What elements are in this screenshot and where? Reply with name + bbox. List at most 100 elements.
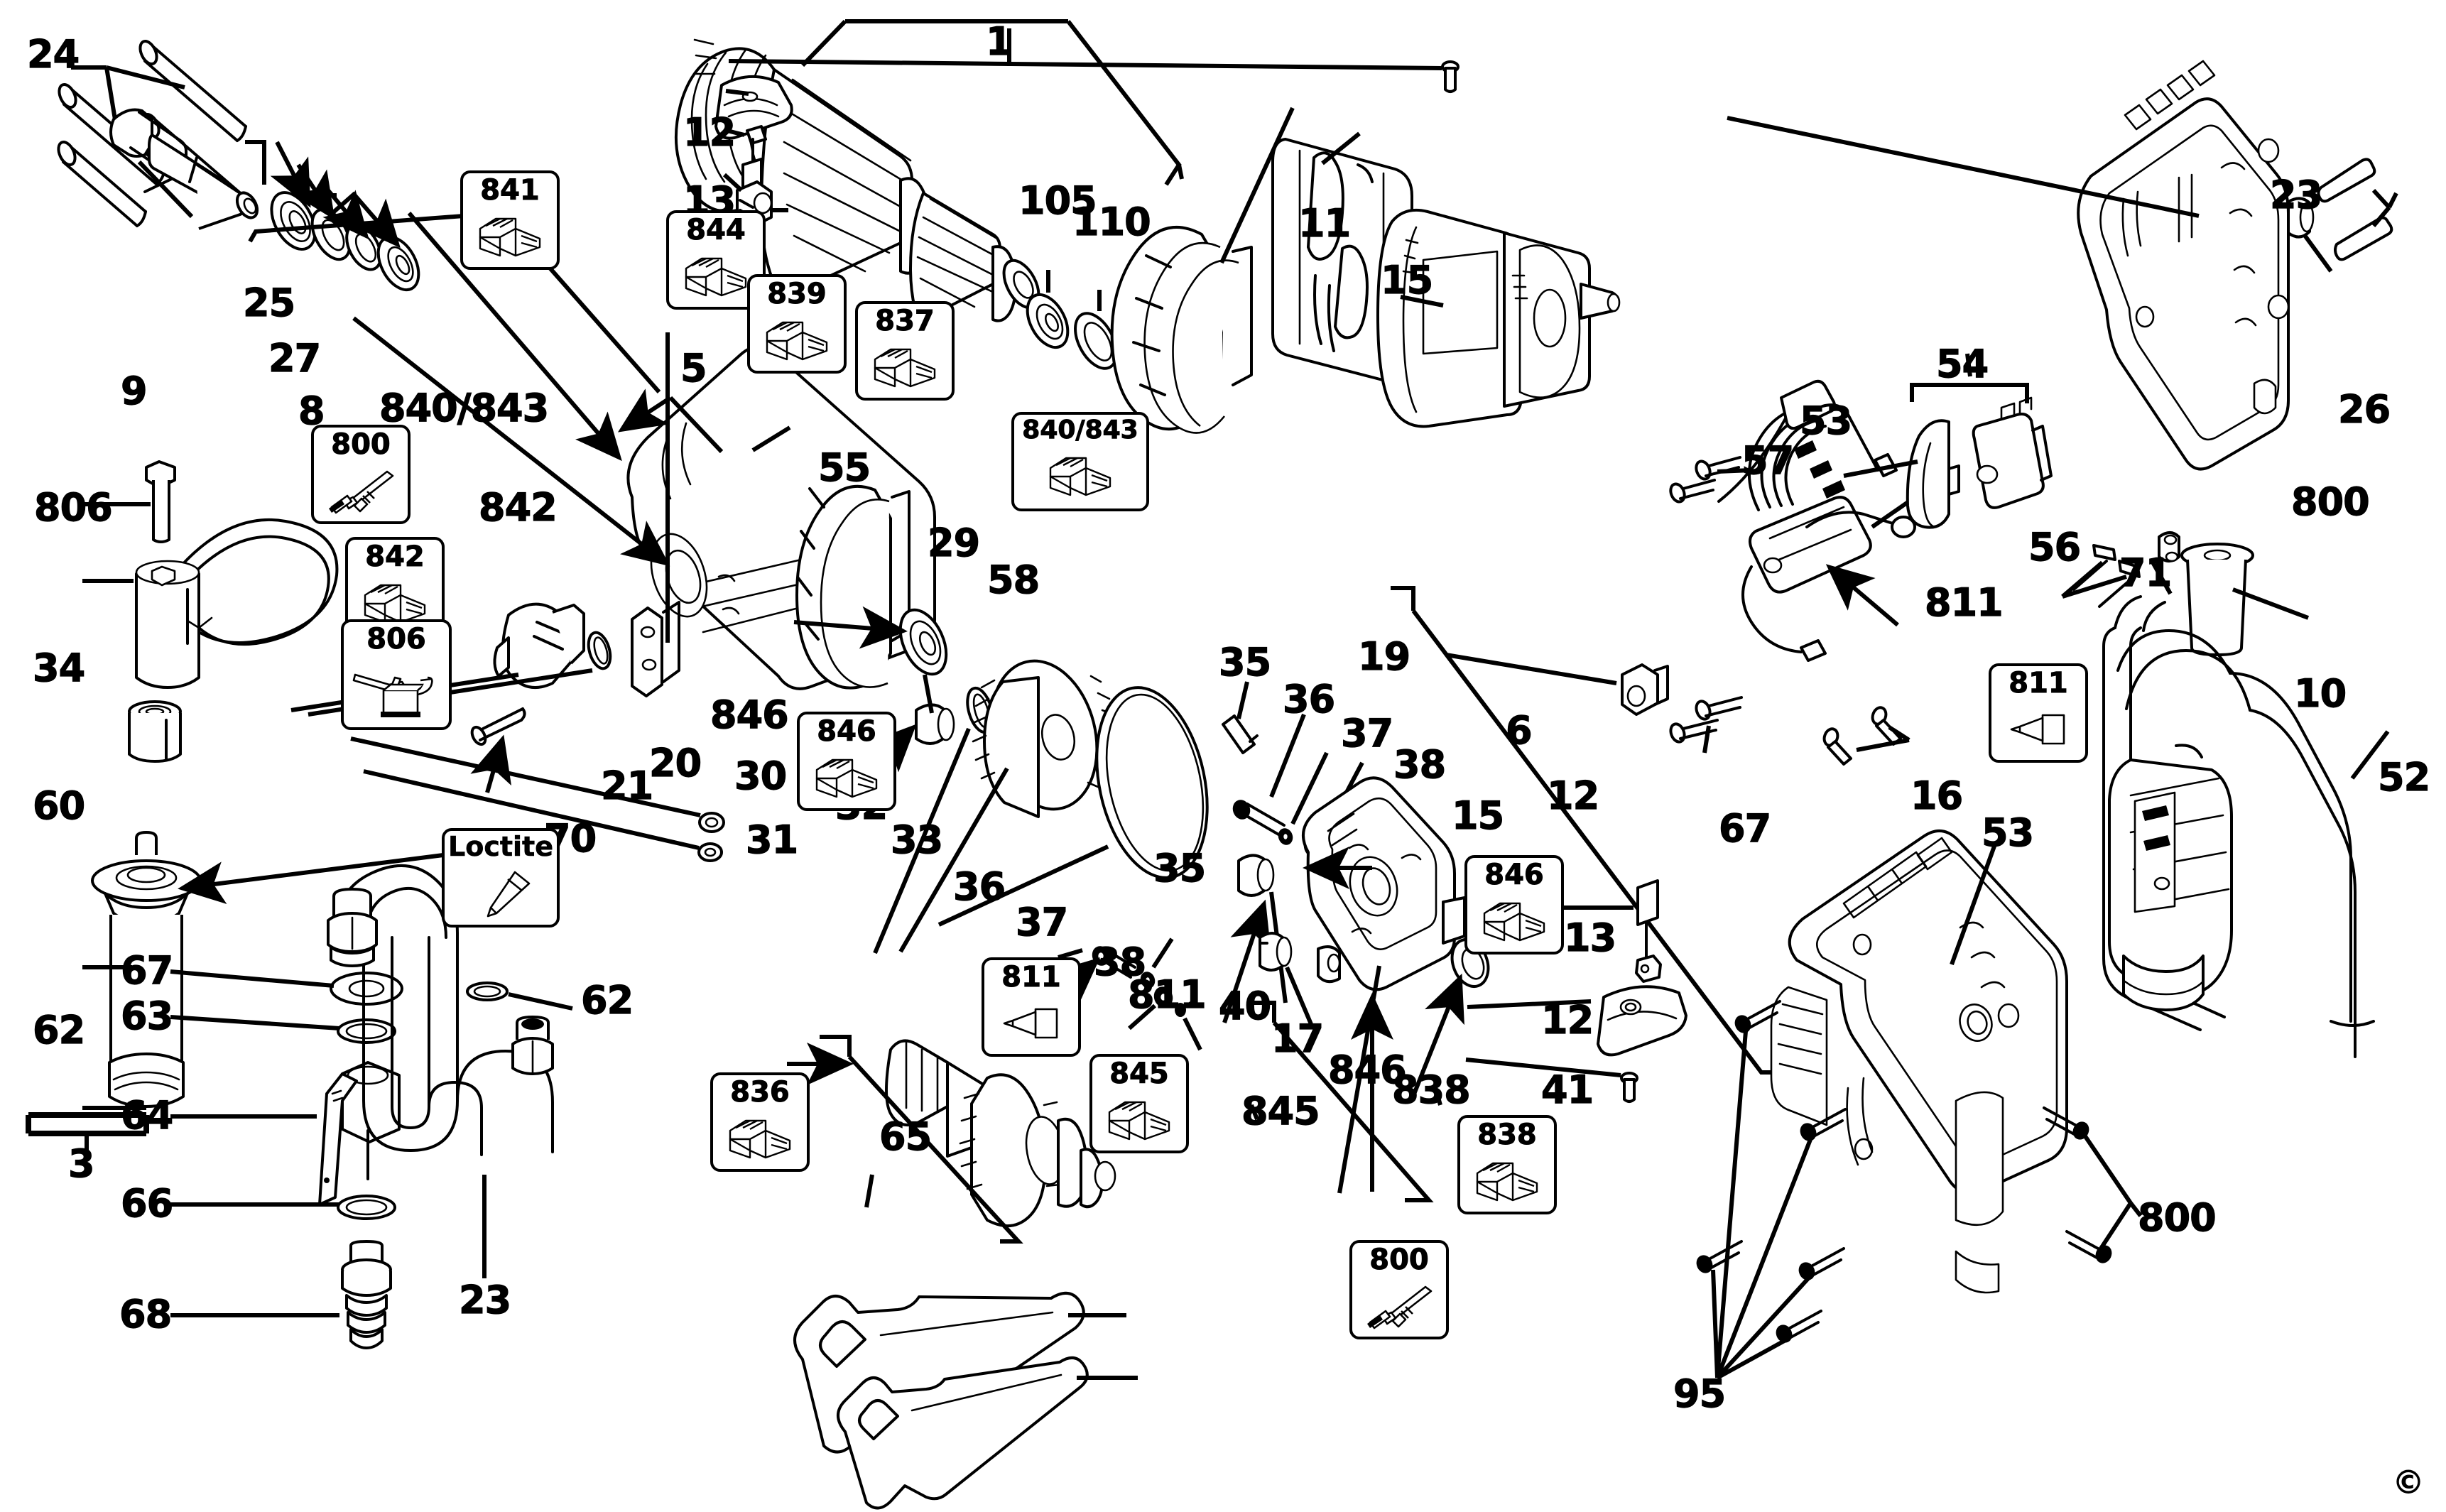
service-box-841[interactable]: 841 bbox=[460, 170, 560, 270]
part-32-gear bbox=[898, 659, 1116, 953]
service-box-number: 839 bbox=[767, 278, 827, 310]
callout-28: 29 bbox=[927, 521, 980, 565]
callout-64: 68 bbox=[119, 1292, 172, 1337]
callout-39: 40 bbox=[1218, 984, 1271, 1028]
callout-55: 56 bbox=[2028, 525, 2081, 570]
part-57-bushing bbox=[2287, 197, 2333, 273]
callout-54: 53 bbox=[1799, 398, 1852, 443]
parts-25-26-27-bearings bbox=[245, 140, 420, 292]
loctite-tube-icon bbox=[445, 861, 557, 925]
callout-36-b: 35 bbox=[1153, 846, 1206, 891]
callout-65: 62 bbox=[32, 1008, 85, 1053]
service-box-837[interactable]: 837 bbox=[855, 301, 955, 401]
callout-105: 105 bbox=[1018, 178, 1097, 223]
part-23-handle-housing-upper bbox=[1727, 60, 2290, 471]
part-58-hex-bolt bbox=[82, 460, 176, 543]
part-23-handle-housing-lower bbox=[1770, 830, 2068, 1294]
copyright-mark: © bbox=[2392, 1463, 2425, 1501]
callout-62-a: 63 bbox=[120, 994, 173, 1038]
service-box-number: 841 bbox=[480, 174, 540, 207]
callout-15-b: 6 bbox=[1505, 708, 1533, 753]
part-16-screws-lower bbox=[1669, 696, 1743, 754]
callout-63: 64 bbox=[120, 1093, 173, 1138]
service-box-number: 800 bbox=[331, 428, 391, 461]
callout-61: 60 bbox=[32, 783, 85, 828]
callout-69: 65 bbox=[879, 1114, 932, 1159]
callout-2: 15 bbox=[1380, 258, 1433, 303]
service-box-840-843[interactable]: 840/843 bbox=[1011, 412, 1149, 511]
callout-36-a: 37 bbox=[1340, 711, 1393, 756]
service-box-806[interactable]: 806 bbox=[341, 619, 452, 730]
service-box-number: 846 bbox=[817, 715, 876, 748]
callout-22: 10 bbox=[2293, 671, 2347, 716]
callout-62-b: 66 bbox=[120, 1181, 173, 1226]
part-69-intermediate-shaft bbox=[787, 1035, 1116, 1244]
callout-11: 11 bbox=[1298, 201, 1351, 246]
service-box-800-upper[interactable]: 800 bbox=[311, 425, 411, 524]
part-4-electronic-module bbox=[1717, 379, 1925, 662]
callout-35-a: 36 bbox=[1282, 677, 1335, 722]
grease-pack-icon bbox=[800, 746, 893, 808]
service-box-846-lower[interactable]: 846 bbox=[1464, 855, 1564, 954]
callout-58: 806 bbox=[33, 485, 113, 530]
service-box-845[interactable]: 845 bbox=[1089, 1054, 1189, 1153]
part-53-screws-upper bbox=[2317, 158, 2398, 261]
service-box-811-right[interactable]: 811 bbox=[1989, 663, 2088, 763]
callout-110: 110 bbox=[1072, 200, 1151, 244]
service-box-838[interactable]: 838 bbox=[1457, 1115, 1557, 1214]
callout-20: 846 bbox=[710, 692, 789, 737]
service-box-811-center[interactable]: 811 bbox=[982, 957, 1081, 1057]
service-box-846-upper[interactable]: 846 bbox=[797, 712, 896, 811]
parts-14-13-12-brush-lower bbox=[1465, 879, 1687, 1103]
grease-pack-icon bbox=[858, 336, 952, 398]
part-53-screws-lower bbox=[2043, 1106, 2143, 1263]
cord-connector bbox=[2108, 744, 2233, 1011]
callout-32: 33 bbox=[890, 817, 943, 862]
callout-13-b: 12 bbox=[1540, 998, 1594, 1043]
parts-60-62-63-64-column bbox=[170, 969, 403, 1349]
callout-60: 67 bbox=[120, 948, 173, 993]
part-30-pin bbox=[470, 707, 526, 793]
part-17-gear-case bbox=[1302, 776, 1466, 1194]
part-12-screw-top bbox=[728, 59, 1460, 93]
part-13-brush-cap-lower bbox=[1467, 985, 1687, 1057]
parts-105-110 bbox=[1026, 270, 1118, 370]
service-box-number: 811 bbox=[2009, 667, 2068, 700]
callout-21: 20 bbox=[648, 741, 702, 785]
callout-38-b: 811 bbox=[1127, 972, 1207, 1017]
part-52-screws bbox=[1696, 1000, 1847, 1380]
part-12-screws-right bbox=[1822, 706, 1910, 766]
service-box-loctite[interactable]: Loctite bbox=[442, 828, 560, 928]
part-59-side-handle-clamp bbox=[82, 518, 339, 689]
callout-57: 800 bbox=[2290, 479, 2370, 524]
callout-14-b: 13 bbox=[1563, 915, 1616, 960]
callout-23-b: 53 bbox=[1981, 810, 2034, 855]
service-box-839[interactable]: 839 bbox=[747, 274, 847, 374]
service-box-number: 811 bbox=[1001, 961, 1061, 994]
callout-24: 24 bbox=[26, 32, 80, 77]
callout-56: 71 bbox=[2119, 550, 2172, 595]
service-box-number: Loctite bbox=[448, 831, 554, 862]
callout-27: 8 bbox=[298, 388, 325, 433]
part-12-screw-lower bbox=[1465, 1057, 1638, 1103]
service-box-800-lower[interactable]: 800 bbox=[1349, 1240, 1449, 1339]
part-13-brush-cap-top bbox=[714, 75, 793, 140]
callout-17: 846 bbox=[1327, 1048, 1407, 1092]
callout-33: 36 bbox=[952, 864, 1006, 909]
callout-41: 838 bbox=[1391, 1067, 1471, 1112]
callout-40: 17 bbox=[1271, 1016, 1324, 1061]
part-6-field-bracket-group bbox=[1391, 456, 1910, 1075]
service-box-number: 836 bbox=[730, 1076, 790, 1109]
grease-pack-icon bbox=[669, 245, 763, 307]
callout-15-top: 5 bbox=[680, 346, 707, 391]
service-box-836[interactable]: 836 bbox=[710, 1072, 810, 1172]
callout-9: 9 bbox=[120, 369, 148, 413]
callout-53-b: 800 bbox=[2137, 1195, 2217, 1240]
callout-29: 58 bbox=[986, 558, 1040, 602]
callout-8: 840/843 bbox=[379, 386, 549, 430]
grease-pack-icon bbox=[1460, 1150, 1554, 1212]
part-16-screws-upper bbox=[1669, 456, 1752, 504]
callout-1: 1 bbox=[985, 19, 1013, 64]
callout-38-a: 15 bbox=[1451, 793, 1504, 838]
service-box-number: 838 bbox=[1477, 1119, 1537, 1151]
